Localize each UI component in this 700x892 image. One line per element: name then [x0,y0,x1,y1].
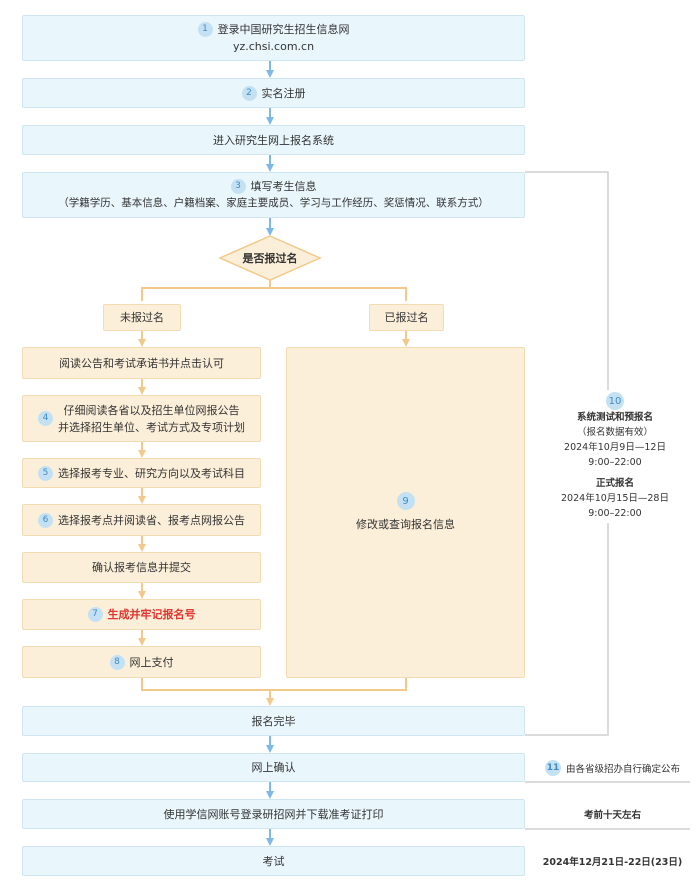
step-number-5: 5 [38,465,53,481]
step-5-label: 选择报考专业、研究方向以及考试科目 [58,466,245,480]
print-ticket-label: 使用学信网账号登录研招网并下载准考证打印 [163,807,384,821]
step-4-select-unit: 4 仔细阅读各省以及招生单位网报公告 并选择招生单位、考试方式及专项计划 [22,395,261,442]
step-1-url: yz.chsi.com.cn [232,40,315,53]
timeline-date-1: 2024年10月9日—12日 [564,442,666,453]
step-5-select-major: 5 选择报考专业、研究方向以及考试科目 [22,458,261,488]
step-6-label: 选择报考点并阅读省、报考点网报公告 [58,513,245,527]
step-8-payment: 8 网上支付 [22,646,261,678]
step-7-label: 生成并牢记报名号 [107,608,196,621]
step-confirm-submit: 确认报考信息并提交 [22,552,261,583]
step-number-6: 6 [38,512,53,528]
online-confirm-label: 网上确认 [251,761,296,774]
step-7-generate-number: 7 生成并牢记报名号 [22,599,261,630]
step-4-line2: 并选择招生单位、考试方式及专项计划 [58,420,245,434]
timeline-note-1: （报名数据有效） [576,427,653,438]
note-exam-date-text: 2024年12月21日-22日(23日) [542,856,683,868]
note-online-confirm-text: 由各省级招办自行确定公布 [565,763,680,775]
registration-complete-label: 报名完毕 [251,714,296,728]
step-number-8: 8 [109,654,125,670]
step-6-select-site: 6 选择报考点并阅读省、报考点网报公告 [22,504,261,536]
decision-diamond [218,235,322,281]
step-1-label: 登录中国研究生招生信息网 [217,23,350,36]
branch-registered-label: 已报过名 [384,311,429,324]
branch-not-registered-label: 未报过名 [120,311,164,324]
step-number-9: 9 [396,492,415,510]
timeline-time-1: 9:00–22:00 [588,457,642,468]
note-print-ticket-text: 考前十天左右 [583,809,641,821]
step-3-details: （学籍学历、基本信息、户籍档案、家庭主要成员、学习与工作经历、奖惩情况、联系方式… [58,197,489,209]
timeline-title-2: 正式报名 [595,478,634,489]
step-3-label: 填写考生信息 [250,180,317,193]
step-3-fill-info: 3 填写考生信息 （学籍学历、基本信息、户籍档案、家庭主要成员、学习与工作经历、… [22,172,525,218]
step-9-modify-query: 9 修改或查询报名信息 [286,347,525,678]
step-number-1: 1 [197,22,213,37]
branch-not-registered: 未报过名 [103,304,181,331]
note-exam-date: 2024年12月21日-22日(23日) [535,848,690,873]
merge-line [141,678,407,691]
decision-label: 是否报过名 [242,252,298,265]
read-notice-label: 阅读公告和考试承诺书并点击认可 [59,356,224,370]
exam-label: 考试 [262,854,285,868]
confirm-submit-label: 确认报考信息并提交 [92,561,191,574]
step-online-confirm: 网上确认 [22,753,525,782]
step-8-label: 网上支付 [129,655,174,669]
step-exam: 考试 [22,846,525,876]
note-print-ticket: 考前十天左右 [535,801,690,826]
registration-timeline: 10 系统测试和预报名 （报名数据有效） 2024年10月9日—12日 9:00… [540,390,690,523]
branch-registered: 已报过名 [369,304,444,331]
enter-system-label: 进入研究生网上报名系统 [213,133,334,147]
step-enter-system: 进入研究生网上报名系统 [22,125,525,155]
step-registration-complete: 报名完毕 [22,706,525,736]
step-number-2: 2 [241,85,257,101]
step-2-label: 实名注册 [261,86,306,100]
step-1-login: 1 登录中国研究生招生信息网 yz.chsi.com.cn [22,15,525,61]
step-4-line1: 仔细阅读各省以及招生单位网报公告 [63,403,240,417]
timeline-title-1: 系统测试和预报名 [576,412,653,423]
note-online-confirm: 11 由各省级招办自行确定公布 [535,755,690,780]
step-read-notice: 阅读公告和考试承诺书并点击认可 [22,347,261,379]
step-number-7: 7 [87,607,103,622]
step-9-label: 修改或查询报名信息 [356,518,455,531]
step-2-register: 2 实名注册 [22,78,525,108]
step-number-3: 3 [230,179,246,194]
step-number-11: 11 [544,759,561,776]
branch-line [141,287,407,301]
step-print-ticket: 使用学信网账号登录研招网并下载准考证打印 [22,799,525,829]
step-number-4: 4 [38,411,53,426]
step-number-10: 10 [606,392,624,410]
timeline-date-2: 2024年10月15日—28日 [561,493,669,504]
timeline-time-2: 9:00–22:00 [588,508,642,519]
